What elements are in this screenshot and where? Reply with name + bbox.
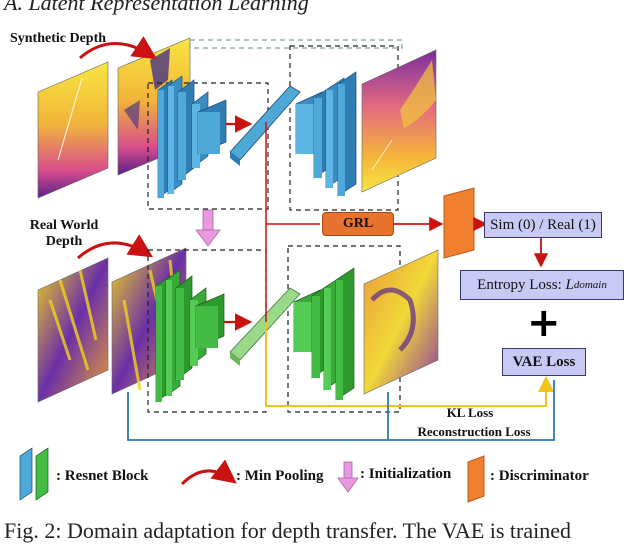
latent-code-top <box>229 85 301 161</box>
legend-discriminator-glyph <box>467 455 485 503</box>
vae-region-top <box>189 39 403 49</box>
legend-resnet-glyph <box>19 447 49 501</box>
legend-initialization-glyph <box>337 461 359 493</box>
real-output-image <box>363 249 439 395</box>
legend-resnet-label: : Resnet Block <box>56 468 149 484</box>
initialization-arrow <box>195 209 221 247</box>
discriminator-shape <box>443 187 475 259</box>
synthetic-output-image <box>361 49 437 193</box>
legend-min-pooling-label: : Min Pooling <box>236 468 324 484</box>
min-pooling-arrow-bottom <box>77 234 154 260</box>
min-pooling-arrow-top <box>79 36 158 60</box>
vae-loss-box: VAE Loss <box>502 348 586 376</box>
synthetic-input-images <box>37 37 191 199</box>
sim-real-box: Sim (0) / Real (1) <box>484 212 602 238</box>
entropy-loss-symbol: L <box>565 276 574 293</box>
resnet-encoder-top <box>157 75 227 199</box>
legend-min-pooling-glyph <box>180 459 237 486</box>
decoder-region-bottom <box>287 245 401 413</box>
kl-loss-label: KL Loss <box>446 405 494 420</box>
plus-sign: + <box>527 300 561 346</box>
legend-discriminator-label: : Discriminator <box>490 468 589 484</box>
entropy-loss-label: Entropy Loss: <box>477 276 562 293</box>
kl-loss-line <box>265 322 554 407</box>
resnet-decoder-top <box>295 71 357 197</box>
section-title: A. Latent Representation Learning <box>4 0 309 15</box>
real-world-depth-label: Real World Depth <box>29 218 99 249</box>
figure-caption: Fig. 2: Domain adaptation for depth tran… <box>4 518 572 543</box>
resnet-encoder-bottom <box>155 269 225 403</box>
resnet-decoder-bottom <box>293 267 355 401</box>
reconstruction-loss-line <box>127 380 555 441</box>
entropy-loss-subscript: domain <box>573 279 607 291</box>
reconstruction-loss-label: Reconstruction Loss <box>417 424 531 439</box>
legend-initialization-label: : Initialization <box>360 466 452 482</box>
encoder-region-top <box>147 82 269 210</box>
grl-box: GRL <box>322 212 394 236</box>
synthetic-depth-label: Synthetic Depth <box>9 31 107 46</box>
